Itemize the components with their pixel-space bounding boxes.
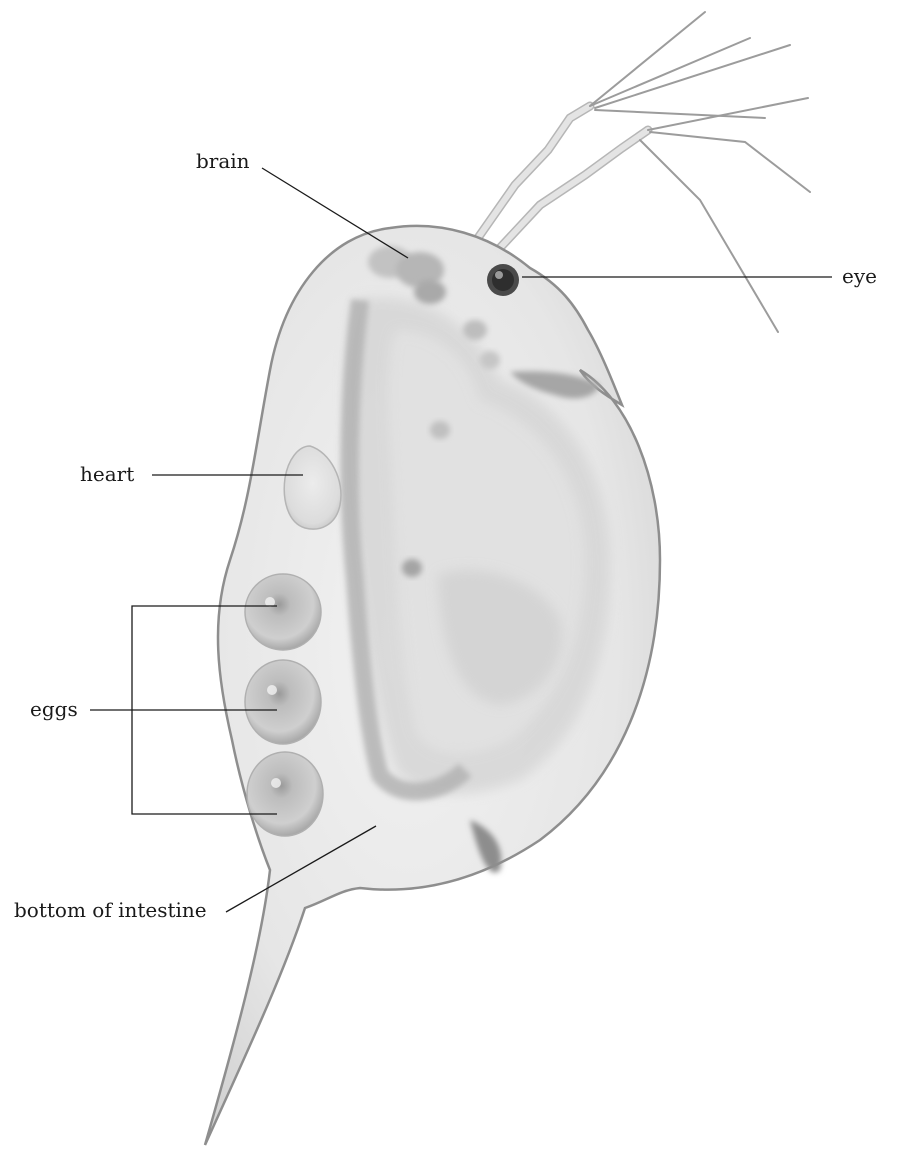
- label-eye: eye: [842, 264, 877, 288]
- label-heart: heart: [80, 462, 134, 486]
- label-brain: brain: [196, 149, 250, 173]
- eggs: [245, 574, 323, 836]
- brain-leader: [262, 168, 408, 258]
- egg-2: [245, 660, 321, 744]
- egg-1: [245, 574, 321, 650]
- label-eggs: eggs: [30, 697, 78, 721]
- eye: [487, 264, 519, 296]
- label-intestine: bottom of intestine: [14, 898, 207, 922]
- egg-3: [247, 752, 323, 836]
